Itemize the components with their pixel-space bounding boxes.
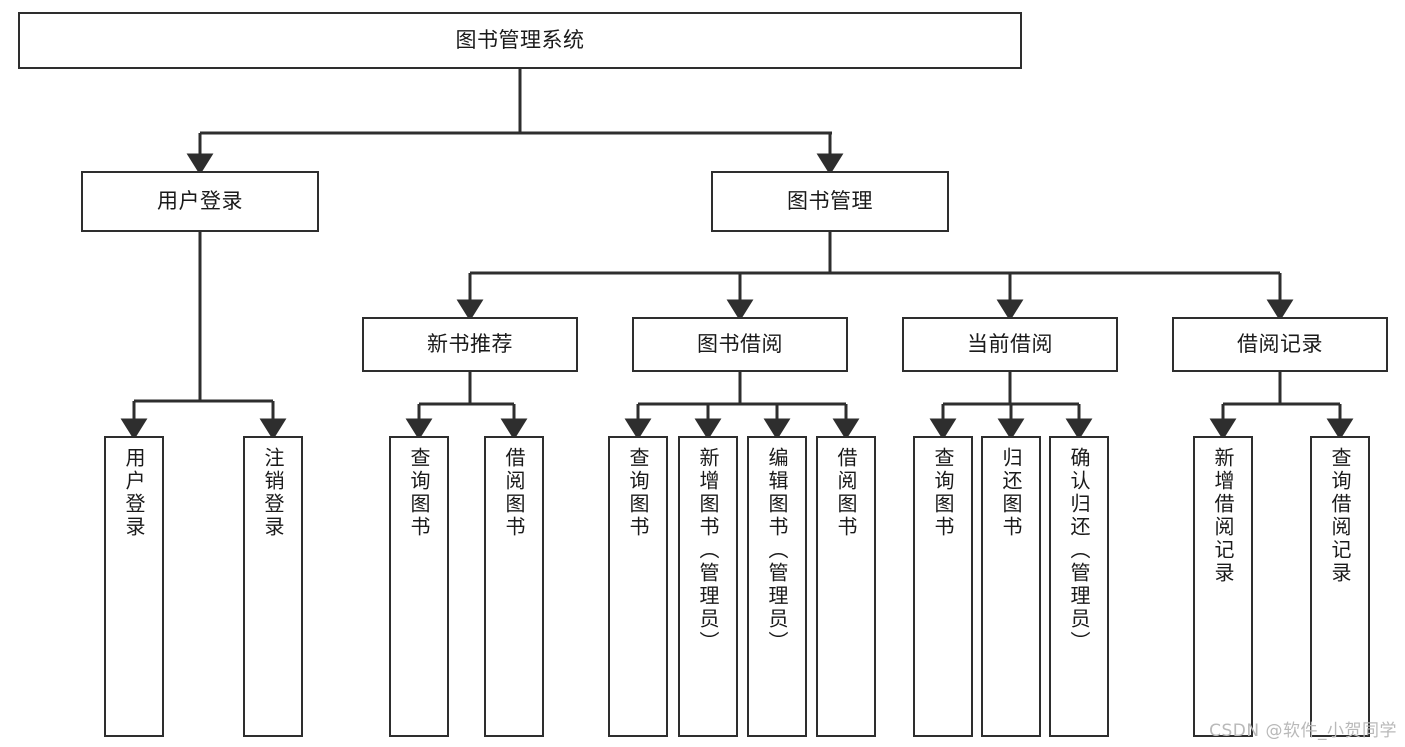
node-label: 编辑图书（管理员） [765,447,789,654]
node-label: 借阅记录 [1237,332,1323,357]
node-leaf-return-book[interactable]: 归还图书 [981,436,1041,737]
node-label: 查询图书 [931,447,955,539]
node-l3-borrow-record[interactable]: 借阅记录 [1172,317,1388,372]
node-label: 新书推荐 [427,332,513,357]
node-l2-user-login[interactable]: 用户登录 [81,171,319,232]
node-l2-book-manage[interactable]: 图书管理 [711,171,949,232]
node-leaf-user-login[interactable]: 用户登录 [104,436,164,737]
node-leaf-edit-book[interactable]: 编辑图书（管理员） [747,436,807,737]
node-leaf-add-book[interactable]: 新增图书（管理员） [678,436,738,737]
node-leaf-confirm-return[interactable]: 确认归还（管理员） [1049,436,1109,737]
node-label: 查询图书 [407,447,431,539]
node-leaf-borrow-book-rec[interactable]: 借阅图书 [484,436,544,737]
node-leaf-query-record[interactable]: 查询借阅记录 [1310,436,1370,737]
node-leaf-query-book-borrow[interactable]: 查询图书 [608,436,668,737]
node-leaf-borrow-book[interactable]: 借阅图书 [816,436,876,737]
node-label: 查询图书 [626,447,650,539]
node-label: 确认归还（管理员） [1067,447,1091,654]
node-label: 归还图书 [999,447,1023,539]
node-label: 用户登录 [122,447,146,539]
node-label: 注销登录 [261,447,285,539]
node-label: 用户登录 [157,189,243,214]
node-label: 借阅图书 [834,447,858,539]
node-label: 图书管理 [787,189,873,214]
node-l3-new-book-rec[interactable]: 新书推荐 [362,317,578,372]
node-leaf-add-record[interactable]: 新增借阅记录 [1193,436,1253,737]
node-label: 当前借阅 [967,332,1053,357]
node-label: 图书管理系统 [455,28,585,53]
node-label: 图书借阅 [697,332,783,357]
node-label: 借阅图书 [502,447,526,539]
node-leaf-query-book-cur[interactable]: 查询图书 [913,436,973,737]
node-l3-book-borrow[interactable]: 图书借阅 [632,317,848,372]
node-label: 查询借阅记录 [1328,447,1352,585]
node-label: 新增图书（管理员） [696,447,720,654]
node-leaf-logout[interactable]: 注销登录 [243,436,303,737]
node-root[interactable]: 图书管理系统 [18,12,1022,69]
node-l3-current-borrow[interactable]: 当前借阅 [902,317,1118,372]
node-leaf-query-book-rec[interactable]: 查询图书 [389,436,449,737]
node-label: 新增借阅记录 [1211,447,1235,585]
